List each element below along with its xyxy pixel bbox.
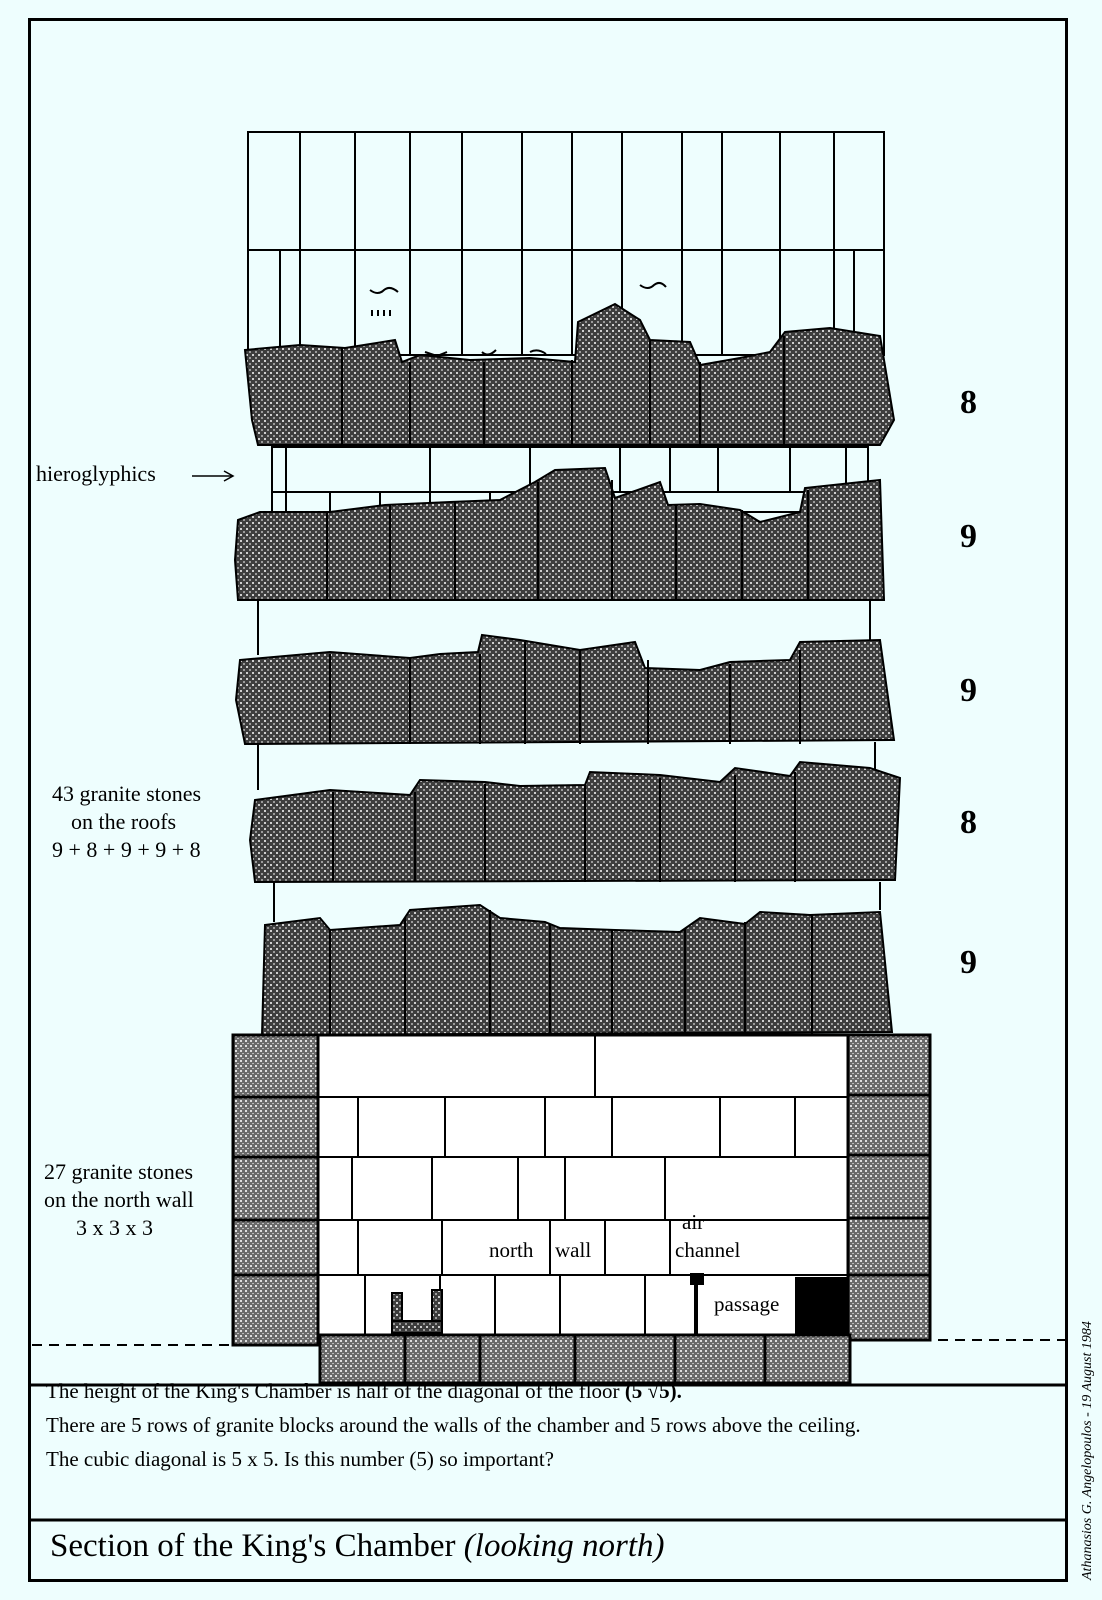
diagram-title: Section of the King's Chamber (looking n… bbox=[50, 1528, 665, 1565]
roof-note-line-3: 9 + 8 + 9 + 9 + 8 bbox=[52, 837, 201, 862]
roof-course-1 bbox=[243, 302, 896, 446]
course-count-5: 9 bbox=[960, 944, 977, 981]
author-signature: Athanasios G. Angelopoulos - 19 August 1… bbox=[1080, 1321, 1095, 1580]
note-line-3: The cubic diagonal is 5 x 5. Is this num… bbox=[46, 1447, 554, 1471]
roof-note-line-1: 43 granite stones bbox=[52, 781, 202, 806]
wall-label: wall bbox=[555, 1238, 592, 1262]
course-supports bbox=[257, 600, 881, 922]
roof-note-line-2: on the roofs bbox=[71, 809, 177, 834]
wall-note-line-2: on the north wall bbox=[44, 1187, 194, 1212]
hieroglyphics-label: hieroglyphics bbox=[36, 461, 156, 486]
note-line-2: There are 5 rows of granite blocks aroun… bbox=[46, 1413, 861, 1437]
roof-course-2 bbox=[233, 466, 886, 601]
note-line-1-formula: (5 √5). bbox=[624, 1379, 682, 1403]
north-wall-blocks bbox=[316, 1033, 850, 1337]
passage-opening bbox=[795, 1277, 847, 1335]
roof-course-3 bbox=[234, 633, 896, 746]
sarcophagus bbox=[391, 1289, 443, 1334]
upper-limestone-blocks bbox=[247, 131, 885, 356]
page-frame bbox=[28, 18, 1068, 1582]
floor-level-lines bbox=[32, 1339, 1068, 1346]
side-wall-blocks bbox=[231, 1033, 932, 1385]
course-count-3: 9 bbox=[960, 672, 977, 709]
air-channel-opening bbox=[690, 1273, 704, 1285]
passage-label: passage bbox=[714, 1292, 780, 1316]
air-label: air bbox=[682, 1210, 705, 1234]
course-count-2: 9 bbox=[960, 518, 977, 555]
explanation-notes: The height of the King's Chamber is half… bbox=[46, 1374, 1046, 1476]
course-count-4: 8 bbox=[960, 804, 977, 841]
roof-course-4 bbox=[248, 760, 902, 884]
note-line-1: The height of the King's Chamber is half… bbox=[46, 1374, 1046, 1408]
wall-note-line-3: 3 x 3 x 3 bbox=[76, 1215, 153, 1240]
channel-label: channel bbox=[675, 1238, 741, 1262]
roof-course-5 bbox=[260, 903, 894, 1037]
hieroglyphics-arrow bbox=[192, 470, 235, 482]
wall-note-line-1: 27 granite stones bbox=[44, 1159, 194, 1184]
title-main: Section of the King's Chamber bbox=[50, 1528, 456, 1564]
note-line-1-text: The height of the King's Chamber is half… bbox=[46, 1379, 620, 1403]
course-count-1: 8 bbox=[960, 384, 977, 421]
title-italic: (looking north) bbox=[463, 1528, 665, 1564]
north-label: north bbox=[489, 1238, 534, 1262]
